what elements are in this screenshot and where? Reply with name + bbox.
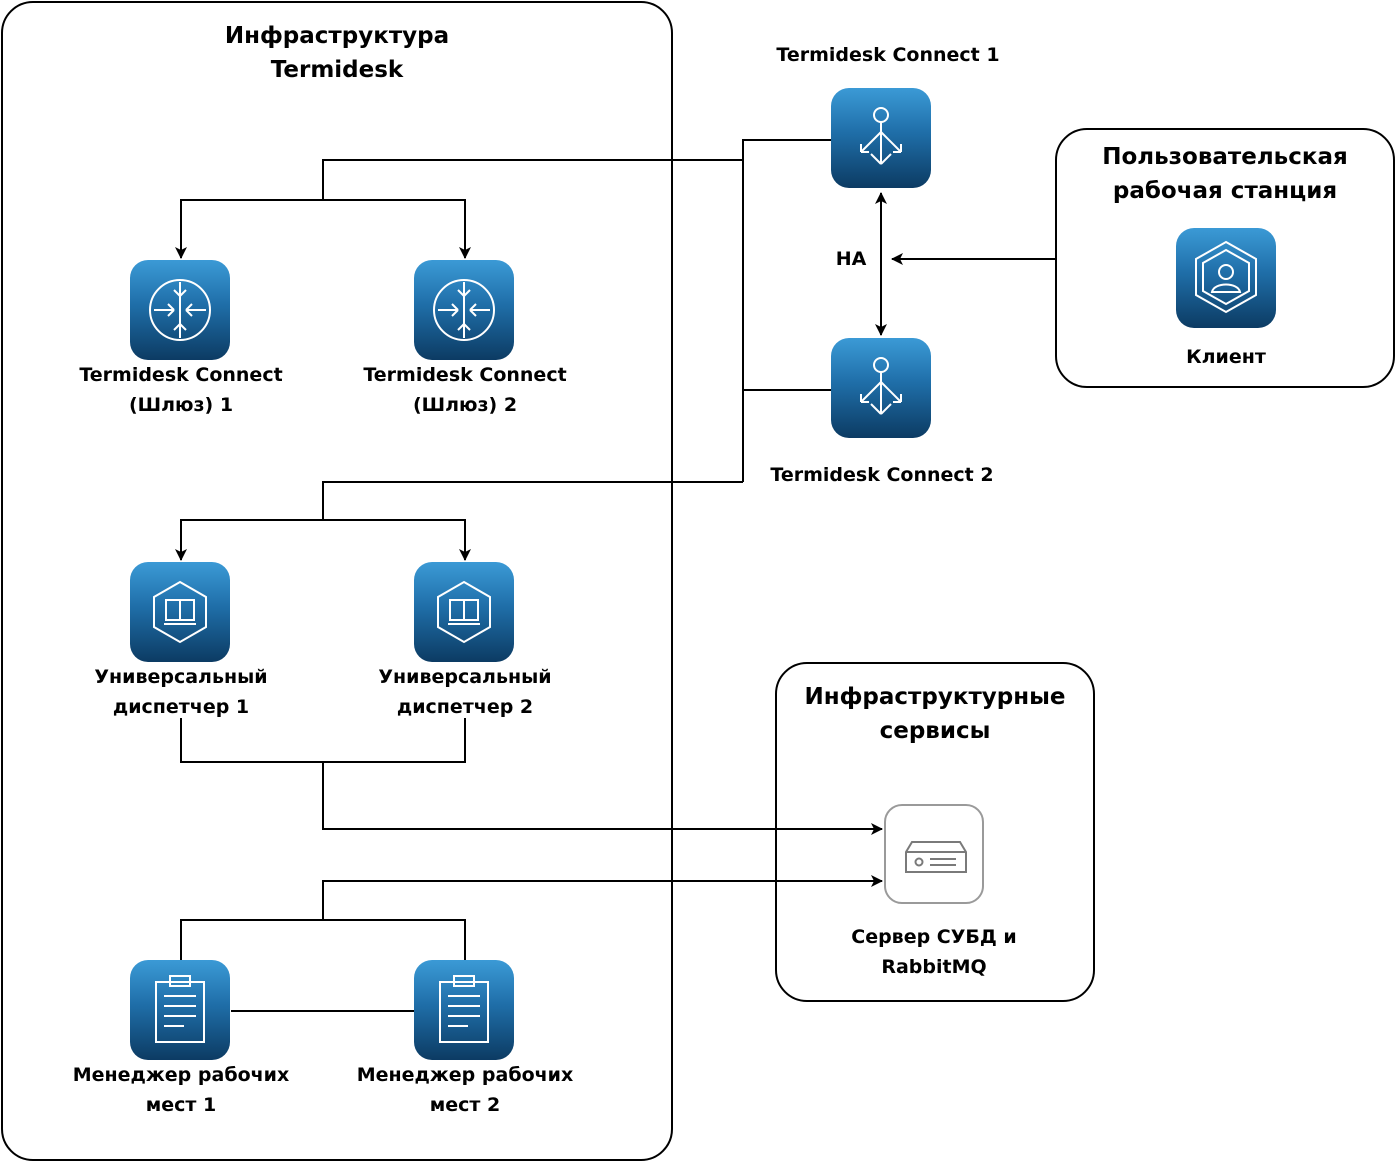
gateway2-label: Termidesk Connect (Шлюз) 2 [335, 360, 595, 420]
load-balancer-icon[interactable] [831, 88, 931, 188]
clipboard-icon[interactable] [414, 960, 514, 1060]
client-label: Клиент [1186, 346, 1266, 368]
hexagon-window-icon[interactable] [130, 562, 230, 662]
group-title: Инфраструктурные сервисы [777, 680, 1093, 748]
server-icon[interactable] [884, 804, 984, 904]
dispatcher1-label-line1: Универсальный [94, 666, 268, 688]
group-title-line2: сервисы [879, 718, 991, 744]
connect2-label: Termidesk Connect 2 [770, 464, 994, 486]
router-icon[interactable] [130, 260, 230, 360]
edge-gateway2 [323, 199, 471, 259]
edge-dispatchers-db [180, 718, 466, 763]
group-title-line2: Termidesk [270, 57, 404, 83]
dispatcher2-label: Универсальный диспетчер 2 [335, 662, 595, 722]
dispatcher1-label: Универсальный диспетчер 1 [51, 662, 311, 722]
group-title: Пользовательская рабочая станция [1057, 140, 1393, 208]
gateway1-label: Termidesk Connect (Шлюз) 1 [51, 360, 311, 420]
manager1-label-line1: Менеджер рабочих [72, 1064, 290, 1086]
dispatcher2-label-line2: диспетчер 2 [396, 696, 534, 718]
manager2-label: Менеджер рабочих мест 2 [335, 1060, 595, 1120]
clipboard-icon[interactable] [130, 960, 230, 1060]
dbserver-label-line1: Сервер СУБД и [851, 926, 1017, 948]
group-termidesk-infrastructure: Инфраструктура Termidesk [1, 1, 673, 1161]
group-infrastructure-services: Инфраструктурные сервисы [775, 662, 1095, 1002]
gateway1-label-line2: (Шлюз) 1 [128, 394, 234, 416]
manager1-label: Менеджер рабочих мест 1 [51, 1060, 311, 1120]
group-title-line1: Пользовательская [1102, 144, 1348, 170]
ha-label: HA [835, 248, 867, 270]
manager1-label-line2: мест 1 [145, 1094, 217, 1116]
edge-trunk-gateways [322, 159, 743, 200]
dbserver-label-line2: RabbitMQ [881, 956, 987, 978]
gateway2-label-line2: (Шлюз) 2 [412, 394, 518, 416]
edge-dispatcher2 [323, 519, 471, 561]
group-title-line1: Инфраструктурные [804, 684, 1066, 710]
manager2-label-line2: мест 2 [429, 1094, 501, 1116]
hexagon-window-icon[interactable] [414, 562, 514, 662]
edge-connect1-trunk [742, 139, 831, 482]
dispatcher2-label-line1: Универсальный [378, 666, 552, 688]
edge-trunk-dispatchers [322, 481, 743, 520]
edge-dispatchers-db-line [322, 762, 883, 835]
gateway1-label-line1: Termidesk Connect [79, 364, 283, 386]
edge-managers-db-line [322, 875, 883, 920]
router-icon[interactable] [414, 260, 514, 360]
manager2-label-line1: Менеджер рабочих [356, 1064, 574, 1086]
edge-dispatcher1 [175, 519, 323, 561]
dispatcher1-label-line2: диспетчер 1 [112, 696, 250, 718]
group-title-line1: Инфраструктура [224, 23, 450, 49]
dbserver-label: Сервер СУБД и RabbitMQ [804, 922, 1064, 982]
connect1-label: Termidesk Connect 1 [776, 44, 1000, 66]
user-hexagon-icon[interactable] [1176, 228, 1276, 328]
edge-gateway1 [175, 199, 323, 259]
load-balancer-icon[interactable] [831, 338, 931, 438]
gateway2-label-line1: Termidesk Connect [363, 364, 567, 386]
group-title: Инфраструктура Termidesk [3, 19, 671, 87]
edge-managers-db [180, 919, 466, 960]
group-title-line2: рабочая станция [1112, 178, 1338, 204]
